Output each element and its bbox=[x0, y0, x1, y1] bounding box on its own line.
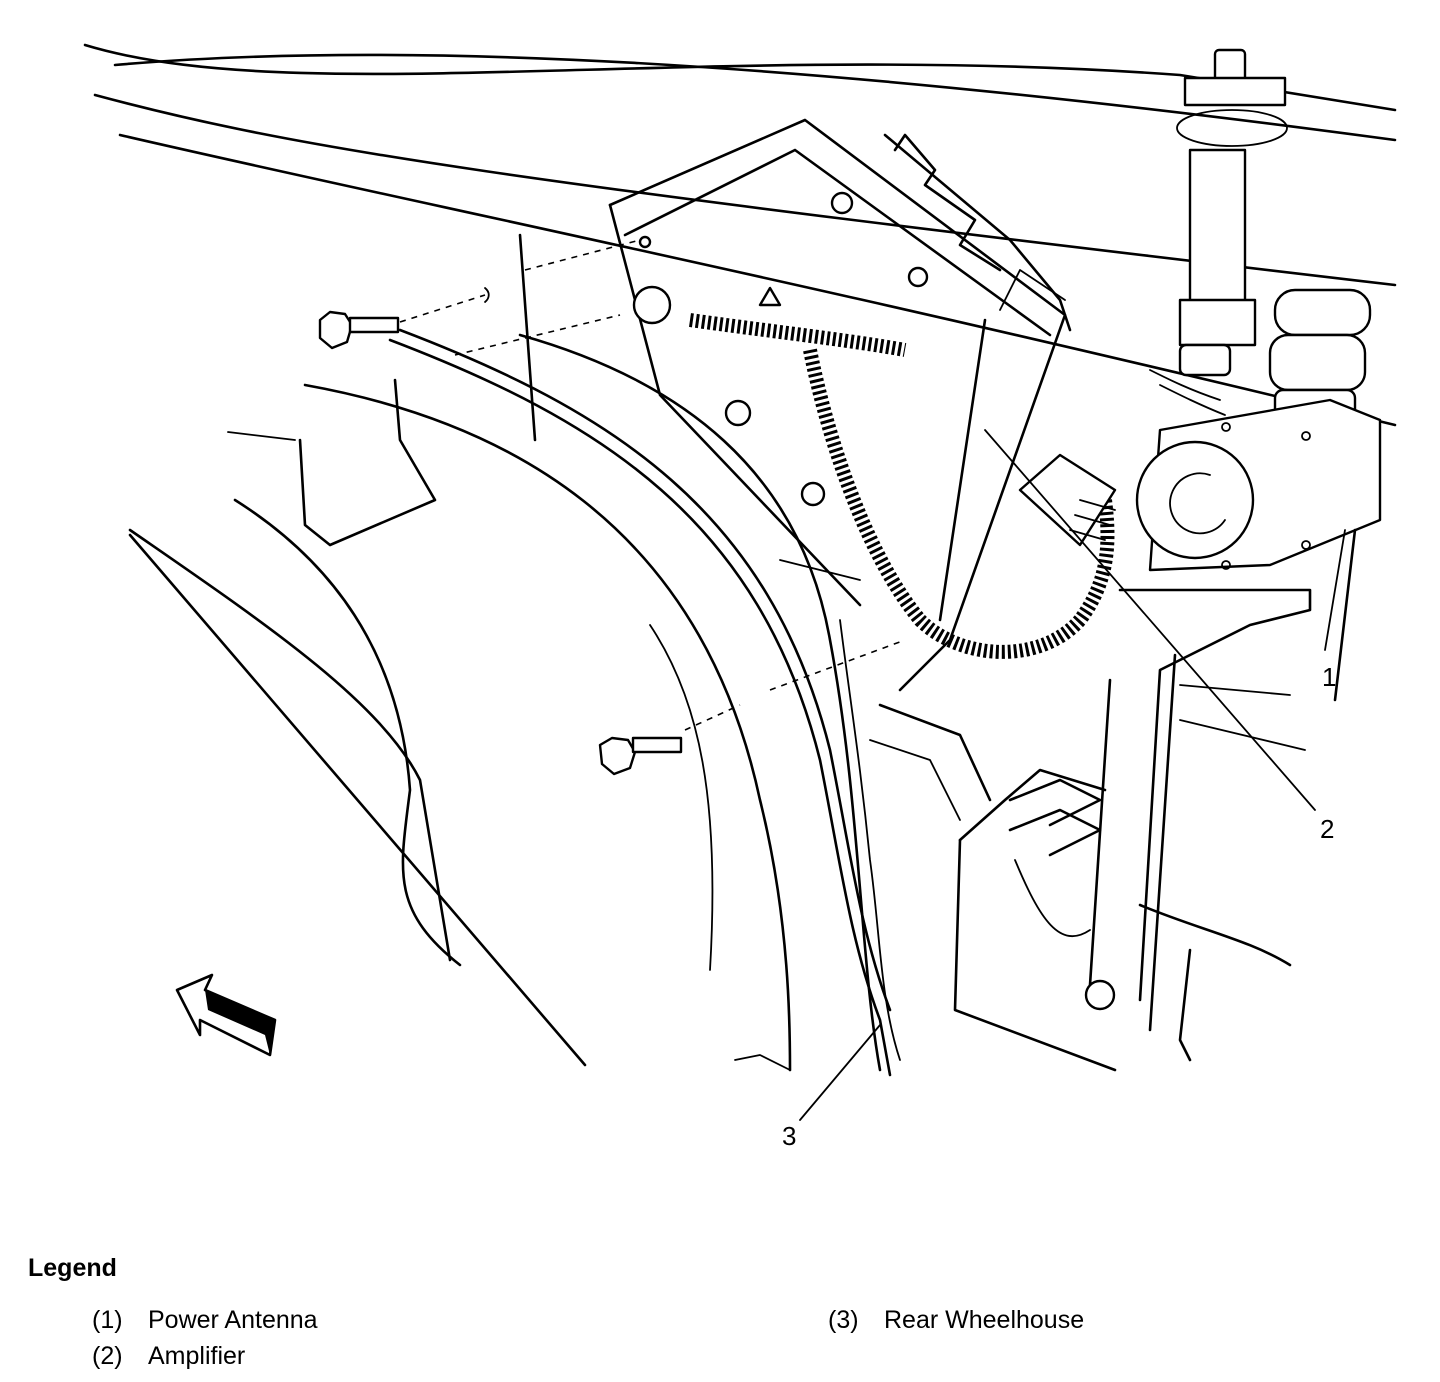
quarter-panel bbox=[128, 378, 587, 1067]
front-direction-arrow bbox=[175, 973, 277, 1057]
upper-bolt bbox=[318, 239, 641, 356]
legend-item-number: (2) bbox=[92, 1342, 123, 1370]
legend-item-amplifier: (2) Amplifier bbox=[92, 1342, 245, 1371]
amplifier-installation-diagram: 1 2 3 bbox=[83, 43, 1397, 1151]
callout-1: 1 bbox=[1322, 662, 1336, 692]
legend-item-power-antenna: (1) Power Antenna bbox=[92, 1306, 318, 1335]
callout-leaders bbox=[799, 429, 1346, 1121]
legend-item-number: (1) bbox=[92, 1306, 123, 1334]
legend-item-number: (3) bbox=[828, 1306, 859, 1334]
trunk-floor-structure bbox=[734, 559, 1306, 1072]
wiring-harness bbox=[632, 285, 1117, 659]
lower-bolt bbox=[598, 639, 906, 776]
legend-title: Legend bbox=[28, 1254, 117, 1282]
power-antenna bbox=[1135, 48, 1382, 702]
amplifier-bracket bbox=[608, 118, 1072, 692]
legend-item-label: Rear Wheelhouse bbox=[884, 1306, 1085, 1334]
callout-2: 2 bbox=[1320, 814, 1334, 844]
callout-3: 3 bbox=[782, 1121, 796, 1151]
legend-item-label: Amplifier bbox=[148, 1342, 246, 1370]
legend-item-rear-wheelhouse: (3) Rear Wheelhouse bbox=[828, 1306, 1084, 1335]
rear-wheelhouse bbox=[303, 328, 901, 1077]
antenna-mount-bracket bbox=[1084, 588, 1312, 1032]
legend-item-label: Power Antenna bbox=[148, 1306, 318, 1334]
